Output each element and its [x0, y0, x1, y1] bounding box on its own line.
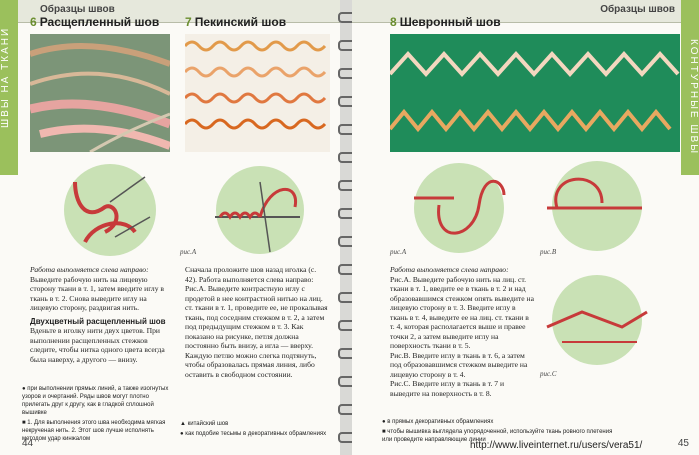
left-header-title: Образцы швов	[40, 4, 115, 15]
section6-notes: ● при выполнении прямых линий, а также и…	[22, 385, 172, 445]
section7-body2: Рис.А. Выведите контрастную иглу с проде…	[185, 284, 328, 379]
section6-body2: Вденьте в иголку нити двух цветов. При в…	[30, 326, 165, 364]
section6-body: Выведите рабочую нить на лицевую сторону…	[30, 274, 164, 313]
section6-subhead: Двухцветный расщепленный шов	[30, 316, 166, 326]
right-header: Образцы швов	[352, 0, 699, 23]
split-stitch-photo	[30, 34, 170, 152]
section7-note-1: ▲ китайский шов	[180, 421, 229, 427]
section8-intro: Работа выполняется слева направо:	[390, 265, 509, 274]
watermark-url: http://www.liveinternet.ru/users/vera51/	[470, 440, 643, 451]
section6-intro: Работа выполняется слева направо:	[30, 265, 149, 274]
section7-body: Сначала проложите шов назад иголка (с. 4…	[185, 265, 317, 284]
section6-text: Работа выполняется слева направо: Выведи…	[30, 265, 170, 364]
left-page-number: 44	[22, 438, 34, 449]
section7-notes: ▲ китайский шов ● как подобие тесьмы в д…	[180, 420, 330, 440]
right-header-title: Образцы швов	[600, 4, 675, 15]
section6-note-1: ● при выполнении прямых линий, а также и…	[22, 386, 169, 416]
section6-note-2: ■ 1. Для выполнения этого шва необходима…	[22, 420, 166, 442]
section8-note-1: ● в прямых декоративных обрамлениях	[382, 419, 494, 425]
section8-body2: Рис.В. Введите иглу в ткань в т. 6, а за…	[390, 350, 528, 379]
spiral-binding	[336, 0, 360, 455]
section8-note-2: ■ чтобы вышивка выглядела упорядоченной,…	[382, 429, 613, 443]
left-side-tab: ШВЫ НА ТКАНИ	[0, 0, 18, 175]
chevron-caption-a: рис.А	[390, 248, 407, 256]
pekinese-stitch-photo	[185, 34, 330, 152]
pekinese-stitch-diagram	[200, 162, 320, 257]
right-side-tab: КОНТУРНЫЕ ШВЫ	[681, 0, 699, 175]
section7-text: Сначала проложите шов назад иголка (с. 4…	[185, 265, 330, 379]
split-stitch-diagram	[55, 162, 165, 257]
right-page-number: 45	[677, 438, 689, 449]
section7-caption: рис.А	[180, 248, 197, 256]
chevron-diagram-b	[542, 158, 652, 253]
chevron-stitch-photo	[390, 34, 680, 152]
section7-note-2: ● как подобие тесьмы в декоративных обра…	[180, 431, 327, 437]
section8-body: Рис.А. Выведите рабочую нить на лиц. ст.…	[390, 274, 534, 351]
section8-text: Работа выполняется слева направо: Рис.А.…	[390, 265, 535, 398]
chevron-diagram-a	[404, 160, 514, 255]
left-header: Образцы швов	[0, 0, 340, 23]
section8-body3: Рис.С. Введите иглу в ткань в т. 7 и выв…	[390, 379, 505, 398]
chevron-caption-c: рис.С	[540, 370, 557, 378]
section8-notes: ● в прямых декоративных обрамлениях ■ чт…	[382, 418, 622, 446]
chevron-diagram-c	[542, 272, 652, 367]
chevron-caption-b: рис.В	[540, 248, 557, 256]
